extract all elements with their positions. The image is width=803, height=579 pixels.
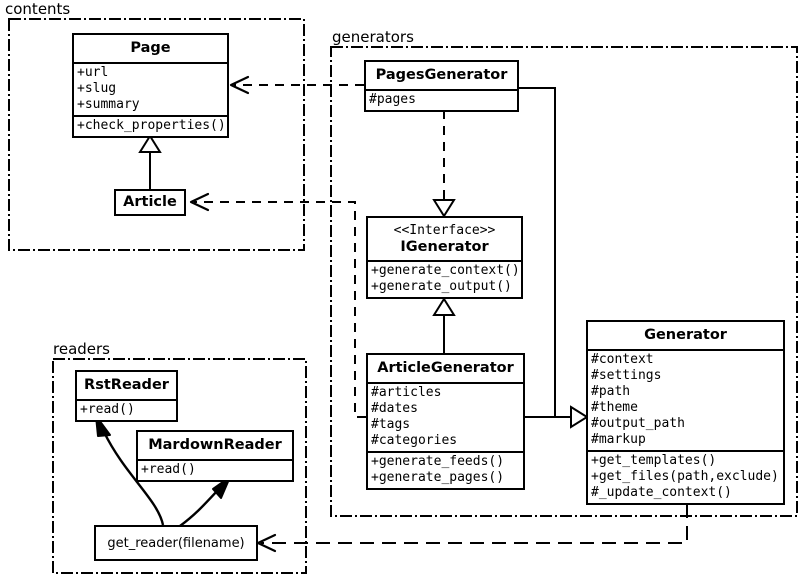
- function-box-get-reader[interactable]: get_reader(filename): [94, 525, 258, 561]
- class-box-generator[interactable]: Generator #context #settings #path #them…: [586, 320, 785, 505]
- method-row: +get_templates(): [591, 452, 717, 468]
- class-methods-page: +check_properties(): [74, 114, 227, 136]
- stereotype-interface: <<Interface>>: [393, 223, 496, 238]
- class-name-page: Page: [130, 40, 171, 56]
- class-methods-igenerator: +generate_context() +generate_output(): [368, 260, 521, 297]
- class-attributes-articlegenerator: #articles #dates #tags #categories: [368, 381, 523, 451]
- edge-get-reader-returns-mardownreader: [179, 476, 231, 527]
- attribute-row: #tags: [371, 416, 411, 432]
- attribute-row: +summary: [77, 96, 140, 112]
- attribute-row: +slug: [77, 80, 117, 96]
- attribute-row: #pages: [369, 91, 416, 107]
- method-row: +generate_output(): [371, 279, 512, 295]
- class-box-pagesgenerator[interactable]: PagesGenerator #pages: [364, 60, 519, 112]
- class-name-articlegenerator: ArticleGenerator: [377, 360, 514, 376]
- method-row: +generate_context(): [371, 263, 520, 279]
- function-label-get-reader: get_reader(filename): [107, 535, 245, 551]
- edge-article-generalizes-page: [138, 134, 162, 190]
- class-box-mardownreader[interactable]: MardownReader +read(): [136, 430, 294, 482]
- class-methods-rstreader: +read(): [77, 398, 176, 420]
- attribute-row: +url: [77, 64, 109, 80]
- class-name-mardownreader: MardownReader: [148, 437, 282, 453]
- attribute-row: #output_path: [591, 415, 685, 431]
- attribute-row: #dates: [371, 400, 418, 416]
- edge-articlegenerator-depends-article: [189, 192, 366, 418]
- edge-articlegenerator-realizes-igenerator: [432, 297, 456, 353]
- attribute-row: #context: [591, 351, 654, 367]
- class-methods-mardownreader: +read(): [138, 458, 292, 480]
- class-attributes-pagesgenerator: #pages: [366, 88, 517, 110]
- class-box-articlegenerator[interactable]: ArticleGenerator #articles #dates #tags …: [366, 353, 525, 490]
- class-methods-generator: +get_templates() +get_files(path,exclude…: [588, 449, 783, 503]
- edge-generator-depends-get-reader: [256, 504, 688, 553]
- method-row: +read(): [141, 461, 196, 477]
- class-box-igenerator[interactable]: <<Interface>> IGenerator +generate_conte…: [366, 216, 523, 300]
- class-attributes-generator: #context #settings #path #theme #output_…: [588, 348, 783, 450]
- method-row: #_update_context(): [591, 484, 732, 500]
- method-row: +generate_pages(): [371, 469, 505, 485]
- class-name-generator: Generator: [644, 327, 727, 343]
- edge-pagesgenerator-realizes-igenerator: [432, 110, 456, 218]
- method-row: +generate_feeds(): [371, 453, 505, 469]
- class-name-pagesgenerator: PagesGenerator: [375, 67, 508, 83]
- class-name-article: Article: [123, 194, 177, 210]
- class-box-article[interactable]: Article: [114, 189, 186, 216]
- package-label-generators: generators: [331, 28, 416, 46]
- class-name-rstreader: RstReader: [84, 377, 169, 393]
- package-label-readers: readers: [52, 340, 112, 358]
- package-label-contents: contents: [4, 0, 73, 18]
- attribute-row: #settings: [591, 367, 662, 383]
- class-methods-articlegenerator: +generate_feeds() +generate_pages(): [368, 450, 523, 488]
- edge-generators-generalize-generator: [519, 87, 589, 429]
- attribute-row: #categories: [371, 432, 458, 448]
- attribute-row: #path: [591, 383, 631, 399]
- class-name-igenerator: <<Interface>> IGenerator: [368, 218, 521, 260]
- attribute-row: #markup: [591, 431, 646, 447]
- method-row: +get_files(path,exclude): [591, 468, 779, 484]
- attribute-row: #articles: [371, 384, 442, 400]
- method-row: +check_properties(): [77, 117, 226, 133]
- edge-pagesgenerator-depends-page: [229, 75, 364, 95]
- method-row: +read(): [80, 401, 135, 417]
- class-box-page[interactable]: Page +url +slug +summary +check_properti…: [72, 33, 229, 138]
- class-box-rstreader[interactable]: RstReader +read(): [75, 370, 178, 422]
- attribute-row: #theme: [591, 399, 638, 415]
- class-attributes-page: +url +slug +summary: [74, 61, 227, 115]
- class-name-text: IGenerator: [400, 238, 489, 255]
